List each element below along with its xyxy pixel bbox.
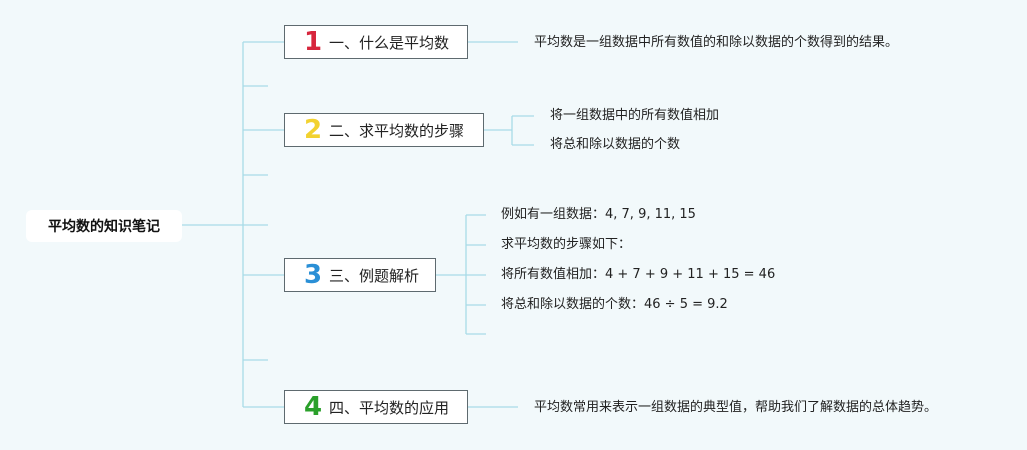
branch-1-leaf-1: 平均数是一组数据中所有数值的和除以数据的个数得到的结果。 [534, 35, 899, 50]
branch-4-node[interactable]: 4 四、平均数的应用 [284, 390, 468, 424]
number-1-icon: 1 [303, 27, 323, 57]
number-2-icon: 2 [303, 115, 323, 145]
root-label: 平均数的知识笔记 [48, 219, 160, 235]
branch-1-label: 一、什么是平均数 [329, 33, 450, 52]
branch-2-leaf-1: 将一组数据中的所有数值相加 [550, 108, 720, 123]
root-node[interactable]: 平均数的知识笔记 [26, 210, 182, 242]
branch-3-leaf-2: 求平均数的步骤如下： [501, 237, 632, 252]
branch-3-leaf-4: 将总和除以数据的个数：46 ÷ 5 = 9.2 [501, 297, 728, 312]
branch-3-leaf-1: 例如有一组数据：4, 7, 9, 11, 15 [501, 207, 696, 222]
branch-4-label: 四、平均数的应用 [329, 398, 450, 417]
branch-2-node[interactable]: 2 二、求平均数的步骤 [284, 113, 484, 147]
branch-2-label: 二、求平均数的步骤 [329, 121, 465, 140]
branch-3-leaf-3: 将所有数值相加：4 + 7 + 9 + 11 + 15 = 46 [501, 267, 776, 282]
branch-3-label: 三、例题解析 [329, 266, 420, 285]
number-4-icon: 4 [303, 392, 323, 422]
branch-1-node[interactable]: 1 一、什么是平均数 [284, 25, 468, 59]
number-3-icon: 3 [303, 260, 323, 290]
branch-4-leaf-1: 平均数常用来表示一组数据的典型值，帮助我们了解数据的总体趋势。 [534, 400, 938, 415]
branch-2-leaf-2: 将总和除以数据的个数 [550, 137, 681, 152]
branch-3-node[interactable]: 3 三、例题解析 [284, 258, 436, 292]
